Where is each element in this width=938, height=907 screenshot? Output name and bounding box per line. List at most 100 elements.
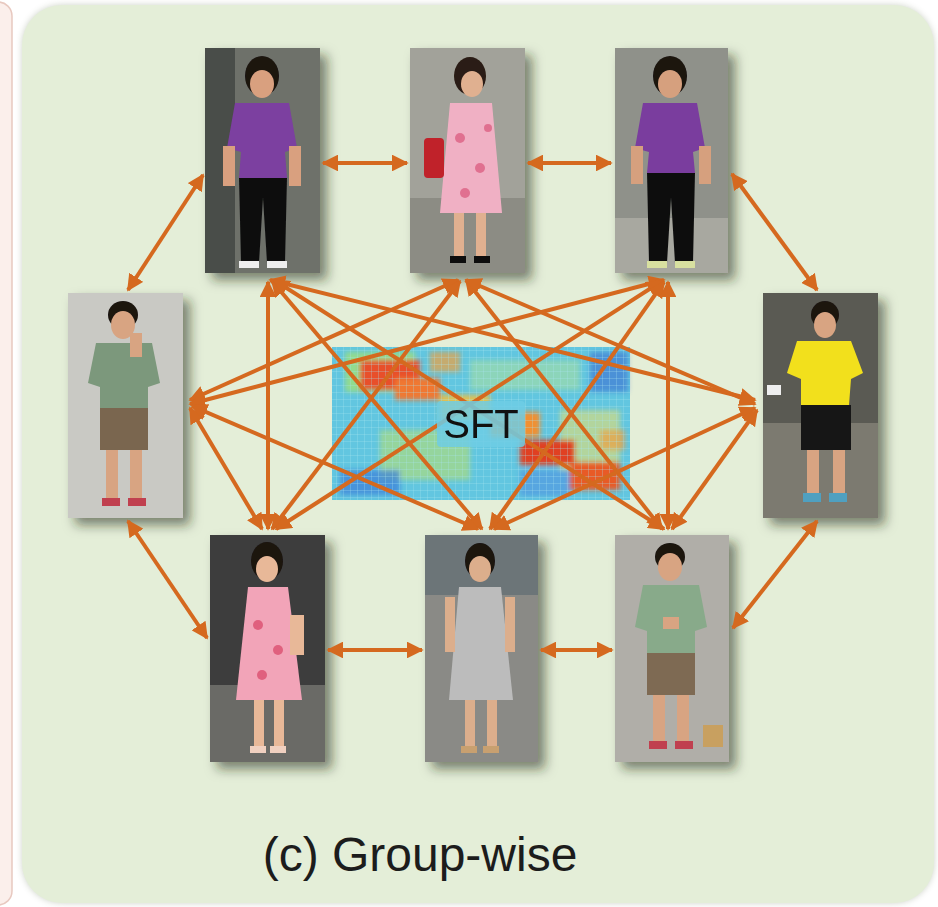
illustration-shape [469,556,491,582]
illustration-shape [254,700,264,748]
illustration-shape [250,746,266,753]
illustration-shape [655,543,685,571]
illustration-shape [68,293,183,518]
illustration-shape [615,218,728,273]
illustration-shape [663,617,679,629]
illustration-shape [272,281,482,529]
illustration-shape [223,146,235,186]
illustration-shape [733,521,817,628]
relation-arrows [128,163,817,650]
illustration-shape [635,103,705,173]
illustration-shape [490,412,540,437]
illustration-shape [328,648,422,652]
illustration-shape [672,410,757,529]
illustration-shape [505,597,515,652]
illustration-shape [647,173,695,263]
illustration-shape [205,48,320,273]
illustration-shape [541,648,612,652]
illustration-shape [227,103,297,178]
group-panel: SFT (c) Group-wise [22,5,934,903]
person-photo [615,48,728,273]
person-photo [210,535,325,762]
illustration-shape [763,423,878,518]
illustration-shape [190,408,262,529]
illustration-shape [490,282,664,529]
person-photo [410,48,525,273]
illustration-shape [425,535,538,762]
illustration-shape [340,352,628,496]
illustration-shape [658,70,682,98]
illustration-shape [600,430,625,450]
illustration-shape [190,280,458,400]
illustration-shape [475,163,485,173]
neighbour-panel-edge [0,2,12,905]
illustration-shape [270,280,755,400]
illustration-shape [102,498,120,506]
illustration-shape [703,725,723,747]
illustration-shape [811,301,839,329]
illustration-shape [450,256,466,263]
illustration-shape [210,535,325,762]
matrix-label: SFT [437,401,525,447]
illustration-shape [807,450,819,495]
illustration-shape [128,521,207,638]
illustration-shape [455,133,465,143]
illustration-shape [270,746,286,753]
illustration-shape [675,261,695,268]
illustration-shape [494,408,755,529]
illustration-shape [410,48,525,273]
illustration-shape [653,56,687,96]
illustration-shape [192,406,478,529]
illustration-shape [635,585,707,653]
illustration-shape [130,333,142,357]
illustration-shape [677,695,689,743]
illustration-shape [465,543,495,579]
illustration-shape [461,71,483,97]
illustration-shape [454,57,486,95]
illustration-shape [483,746,499,753]
illustration-shape [520,440,575,465]
illustration-shape [100,408,148,450]
sft-matrix: SFT [332,347,630,500]
illustration-shape [395,378,440,400]
illustration-shape [88,343,160,408]
illustration-shape [239,178,287,263]
illustration-shape [256,556,278,582]
illustration-shape [590,352,628,392]
illustration-shape [276,281,662,529]
illustration-shape [615,535,729,762]
illustration-shape [649,741,667,749]
illustration-shape [801,405,851,450]
illustration-shape [360,360,420,390]
illustration-shape [250,70,274,98]
person-photo [615,535,729,762]
illustration-shape [380,430,470,480]
person-photo [763,293,878,518]
person-photo [425,535,538,762]
illustration-shape [128,175,203,290]
illustration-shape [829,493,847,502]
illustration-shape [425,535,538,595]
illustration-shape [666,282,670,529]
illustration-shape [833,450,845,495]
illustration-shape [332,347,630,500]
illustration-shape [266,282,270,529]
illustration-shape [106,450,118,500]
panel-caption: (c) Group-wise [263,827,578,882]
illustration-shape [345,352,415,392]
illustration-shape [111,311,135,339]
illustration-shape [272,281,460,529]
illustration-shape [460,188,470,198]
illustration-shape [274,700,284,748]
illustration-shape [130,450,142,500]
illustration-shape [440,395,490,420]
illustration-shape [239,261,259,268]
illustration-shape [210,685,325,762]
illustration-shape [128,498,146,506]
illustration-shape [470,360,580,390]
person-photo [68,293,183,518]
illustration-shape [445,597,455,652]
illustration-shape [274,280,664,529]
illustration-shape [476,213,486,258]
illustration-shape [803,493,821,502]
